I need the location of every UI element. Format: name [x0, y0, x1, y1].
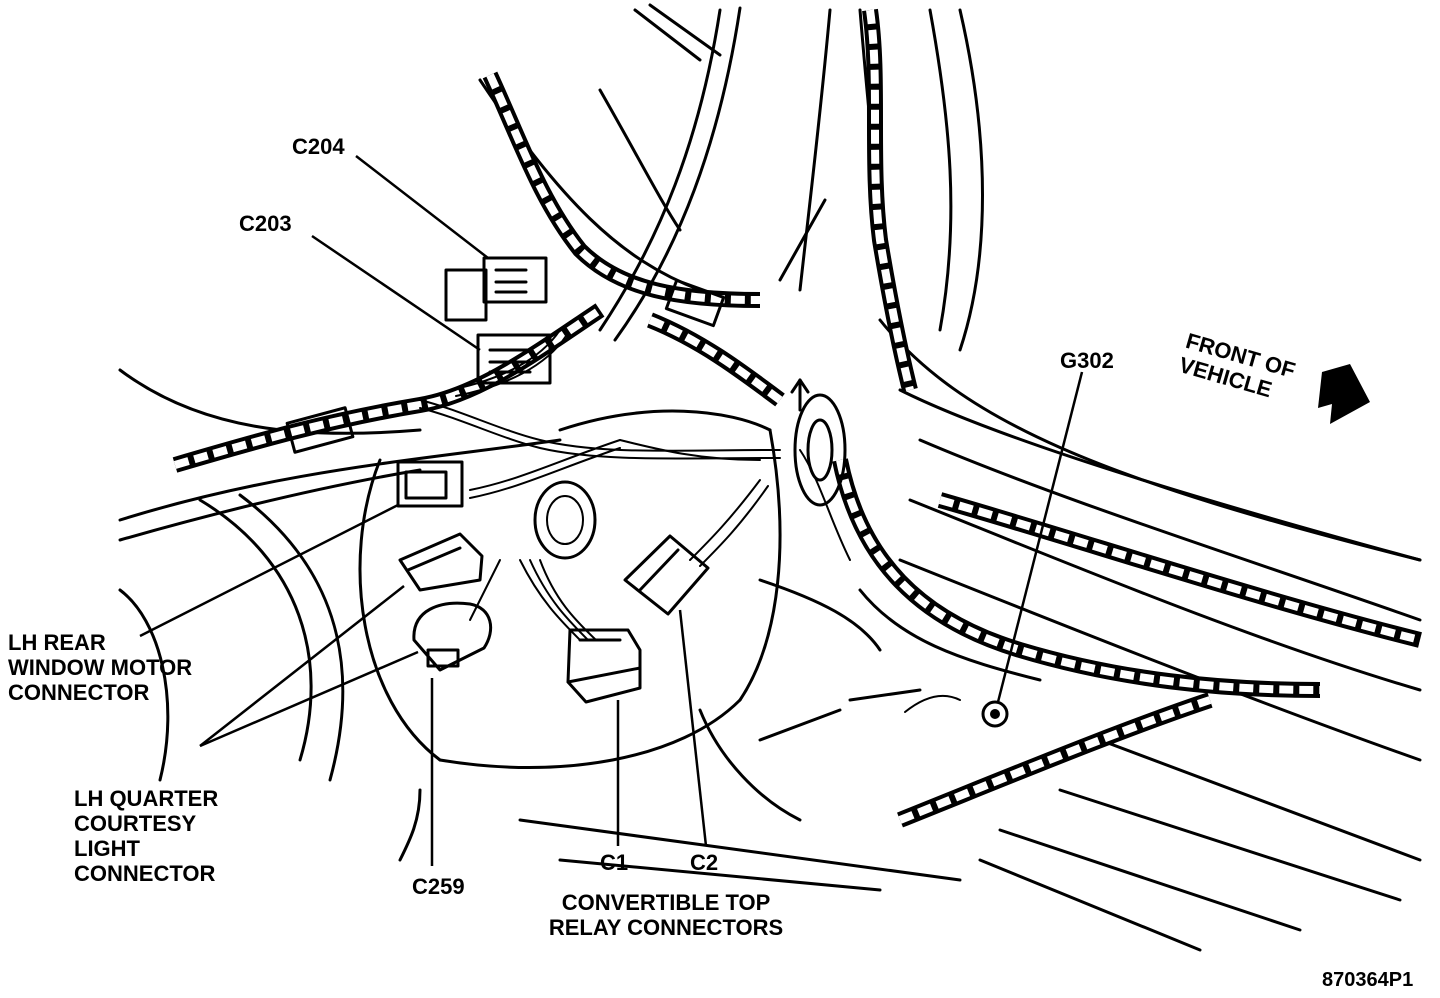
- figure-id: 870364P1: [1322, 969, 1414, 991]
- relay-block: [533, 480, 597, 560]
- connector-c259: [412, 601, 493, 672]
- connector-c2: [623, 534, 710, 616]
- arrow-right-icon: [1318, 364, 1370, 424]
- connector-lh-quarter-courtesy-light: [398, 532, 484, 592]
- label-c259: C259: [412, 874, 465, 899]
- label-c204: C204: [292, 134, 345, 159]
- lh-quarter-line-2: COURTESY: [74, 811, 197, 836]
- connector-c204: [444, 256, 548, 322]
- label-lh-rear-window-motor-connector: LH REAR WINDOW MOTOR CONNECTOR: [8, 630, 192, 705]
- leader-lines: [139, 155, 1084, 866]
- lh-rear-line-1: LH REAR: [8, 630, 106, 655]
- label-c203: C203: [239, 211, 292, 236]
- relay-line-1: CONVERTIBLE TOP: [561, 890, 771, 915]
- lh-rear-line-3: CONNECTOR: [8, 680, 150, 705]
- label-c2: C2: [690, 850, 719, 875]
- wires: [419, 329, 851, 641]
- lh-rear-line-2: WINDOW MOTOR: [8, 655, 193, 680]
- lh-quarter-line-1: LH QUARTER: [74, 786, 219, 811]
- label-lh-quarter-courtesy-light-connector: LH QUARTER COURTESY LIGHT CONNECTOR: [74, 786, 218, 886]
- lh-quarter-line-4: CONNECTOR: [74, 861, 216, 886]
- grommet: [790, 378, 847, 507]
- ground-g302: [904, 694, 1009, 728]
- harness-tape: [172, 8, 1422, 828]
- connector-lh-rear-window-motor: [396, 460, 464, 508]
- label-c1: C1: [600, 850, 629, 875]
- connector-c203: [476, 333, 552, 385]
- label-g302: G302: [1060, 348, 1114, 373]
- connector-upper: [664, 278, 726, 328]
- body-panels: [118, 3, 1422, 952]
- lh-quarter-line-3: LIGHT: [74, 836, 140, 861]
- connector-harness-left: [285, 406, 355, 454]
- connector-c1: [566, 628, 642, 704]
- relay-line-2: RELAY CONNECTORS: [548, 915, 784, 940]
- label-convertible-top-relay-connectors: CONVERTIBLE TOP RELAY CONNECTORS: [516, 890, 816, 940]
